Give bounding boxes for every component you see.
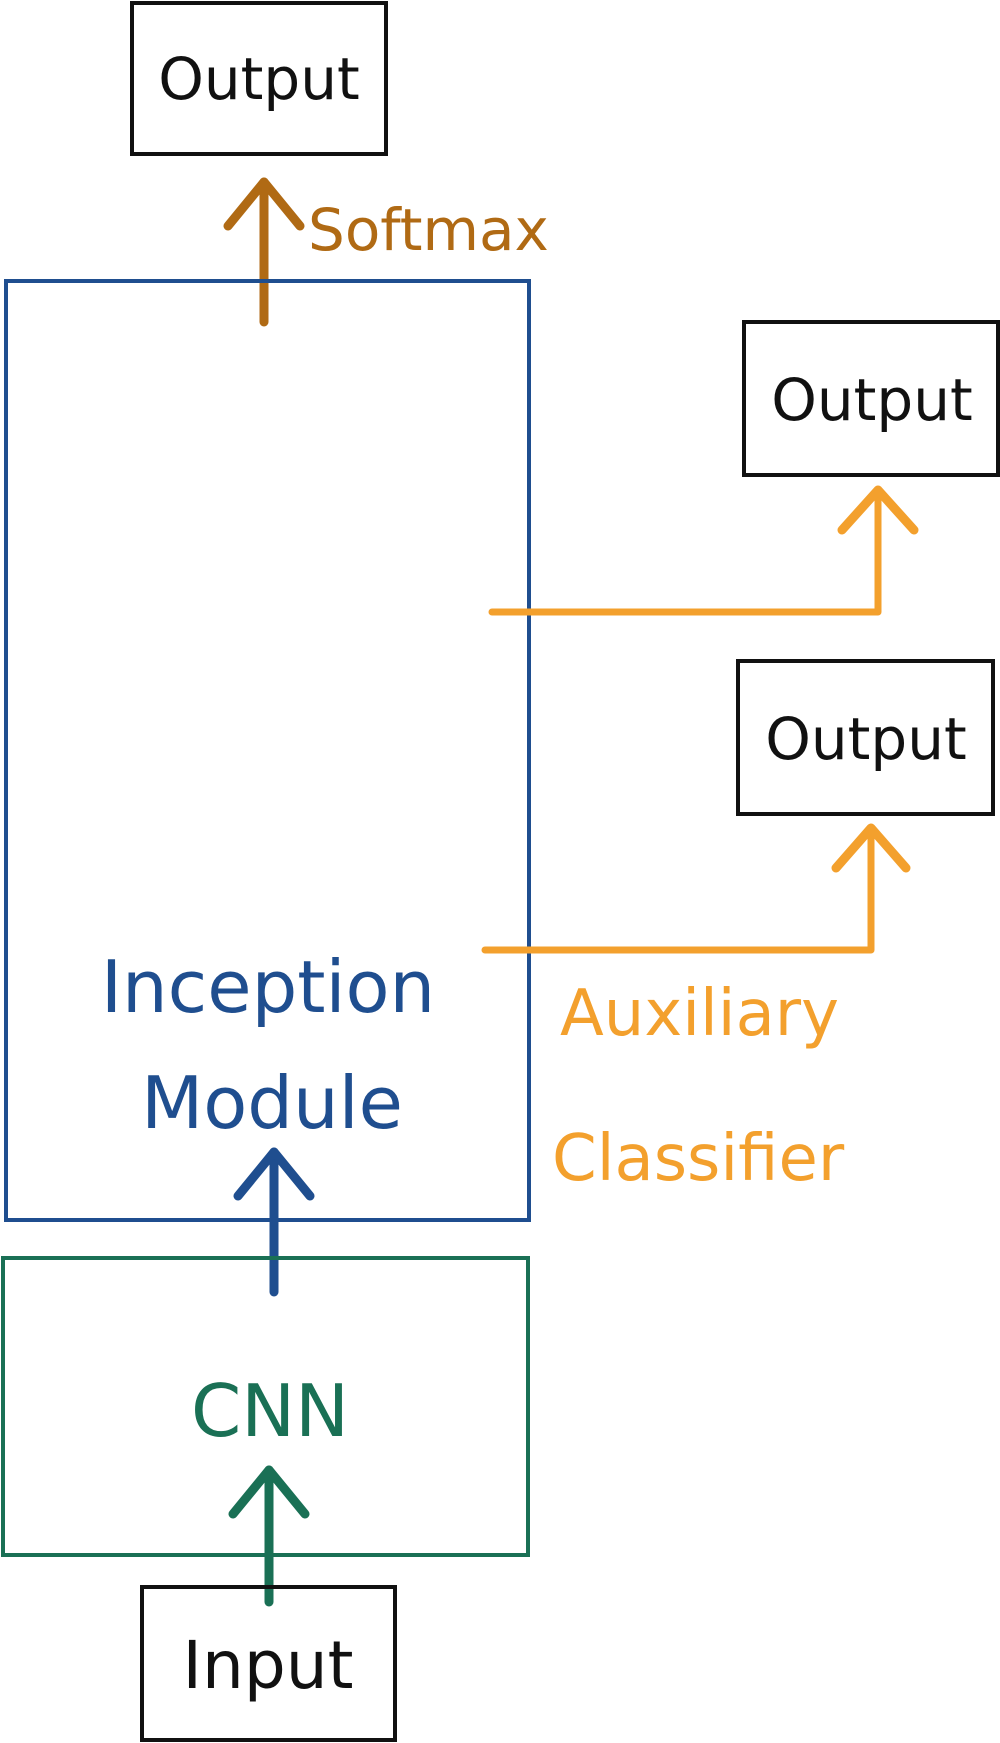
output-aux-2-label: Output [765,705,966,773]
output-aux-1-node: Output [742,320,1000,477]
aux-arrow-1 [488,485,919,616]
inception-label-line2: Module [141,1061,403,1145]
output-aux-2-box [736,659,995,816]
output-main-node: Output [130,1,388,156]
output-main-box [130,1,388,156]
input-box [140,1585,397,1742]
inception-module-node: Inception Module [4,279,531,1222]
softmax-label: Softmax [308,196,549,264]
output-aux-1-label: Output [771,366,972,434]
softmax-arrow [223,177,305,327]
input-to-cnn-arrow [228,1465,310,1607]
inception-module-box [4,279,531,1222]
output-main-label: Output [158,45,359,113]
cnn-label: CNN [191,1369,349,1453]
auxiliary-label-line2: Classifier [552,1122,845,1196]
aux-arrow-2 [481,823,911,954]
inception-label-line1: Inception [101,945,435,1029]
input-node: Input [140,1585,397,1742]
input-label: Input [183,1627,354,1704]
auxiliary-label-line1: Auxiliary [560,977,839,1051]
output-aux-1-box [742,320,1000,477]
cnn-to-inception-arrow [233,1147,315,1297]
output-aux-2-node: Output [736,659,995,816]
